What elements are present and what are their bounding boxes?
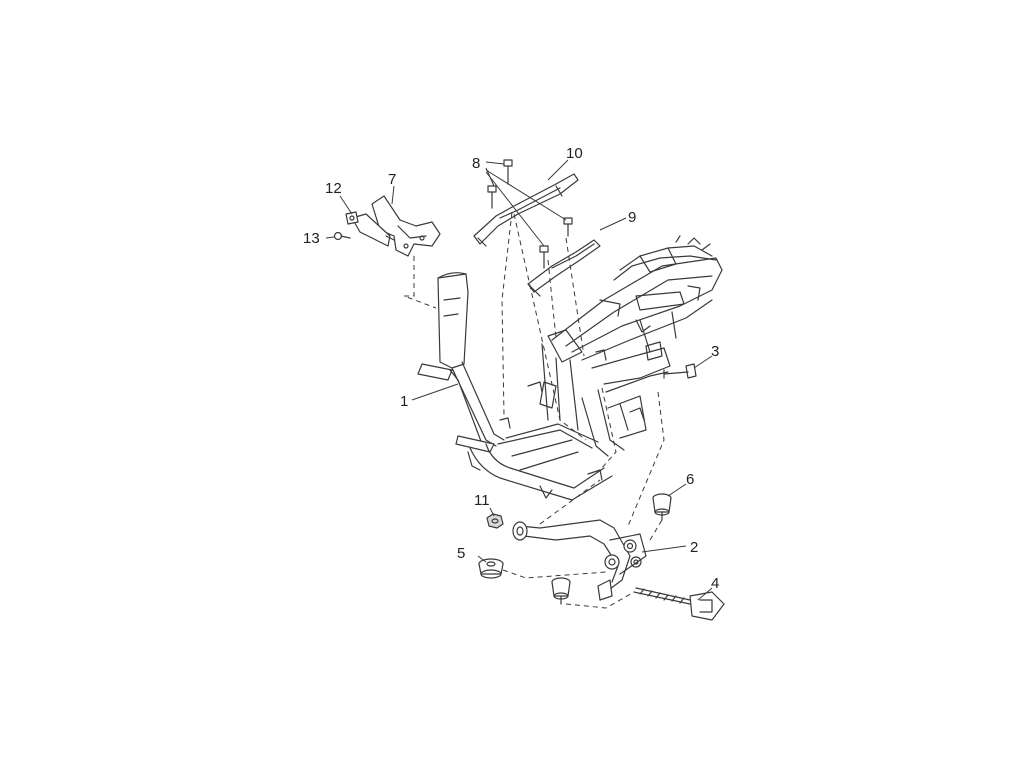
upper-bracket bbox=[473, 173, 579, 247]
leader-lines bbox=[325, 159, 713, 601]
callout-11: 11 bbox=[474, 492, 490, 509]
callout-1: 1 bbox=[400, 393, 408, 410]
center-stand bbox=[512, 519, 647, 601]
assembly-lines bbox=[403, 211, 665, 609]
small-plate bbox=[345, 211, 359, 225]
rubber-stopper-lower bbox=[551, 577, 571, 605]
front-bracket bbox=[351, 195, 441, 257]
callout-10: 10 bbox=[566, 145, 583, 162]
callout-2: 2 bbox=[690, 539, 698, 556]
callout-3: 3 bbox=[711, 343, 719, 360]
pivot-bolt bbox=[633, 587, 725, 621]
callout-labels: 1 2 3 4 5 6 7 8 9 10 11 12 13 bbox=[303, 145, 719, 592]
long-bolt bbox=[663, 363, 697, 379]
lower-bracket bbox=[527, 239, 601, 297]
main-frame bbox=[417, 235, 723, 501]
callout-7: 7 bbox=[388, 171, 396, 188]
callout-9: 9 bbox=[628, 209, 636, 226]
washer bbox=[478, 558, 504, 579]
callout-8: 8 bbox=[472, 155, 480, 172]
small-screw bbox=[333, 231, 351, 241]
nut bbox=[486, 513, 504, 529]
callout-5: 5 bbox=[457, 545, 465, 562]
callout-13: 13 bbox=[303, 230, 320, 247]
callout-12: 12 bbox=[325, 180, 342, 197]
callout-6: 6 bbox=[686, 471, 694, 488]
rubber-stopper bbox=[652, 493, 672, 521]
callout-4: 4 bbox=[711, 575, 719, 592]
